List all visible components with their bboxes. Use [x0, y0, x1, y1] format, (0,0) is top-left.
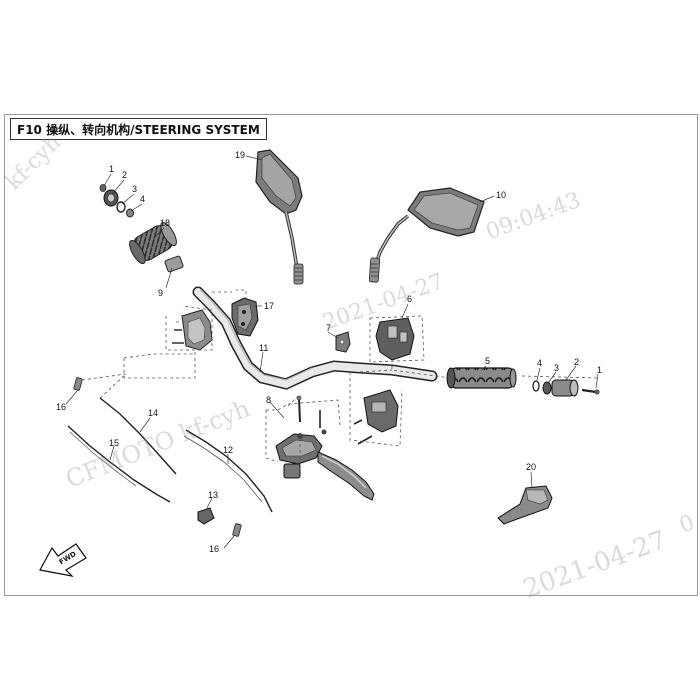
left-switch-housing: [231, 297, 259, 337]
clutch-lever-assembly: [275, 395, 375, 501]
callout-2: 2: [122, 170, 127, 180]
throttle-grip: [446, 367, 517, 389]
cables: [67, 397, 273, 513]
small-bracket: [335, 331, 351, 353]
callout-11: 11: [259, 343, 268, 353]
dashed-guide-lines: [81, 289, 599, 470]
right-bar-end-parts: [532, 379, 600, 397]
mounting-bracket: [497, 485, 553, 525]
left-clamp-bracket: [172, 309, 213, 351]
callout-17: 17: [264, 301, 274, 311]
callout-2-right: 2: [574, 357, 579, 367]
cable-fittings: [73, 377, 242, 537]
left-grip-small-parts: [99, 184, 184, 273]
callout-4-right: 4: [537, 358, 542, 368]
handlebar: [192, 286, 438, 390]
callout-numbers: 1 2 3 4 18 9 19 10 17 11 7 6 5 4 3 2 1 1…: [56, 150, 602, 554]
callout-16-lower: 16: [209, 544, 219, 554]
callout-14: 14: [148, 408, 158, 418]
callout-5: 5: [485, 356, 490, 366]
callout-16: 16: [56, 402, 66, 412]
mirror-left: [255, 149, 304, 285]
diagram-title: F10 操纵、转向机构/STEERING SYSTEM: [17, 122, 260, 137]
callout-4: 4: [140, 194, 145, 204]
leader-lines: [65, 155, 599, 549]
callout-8: 8: [266, 395, 271, 405]
fwd-arrow: FWD: [39, 543, 87, 577]
drawing-frame: [4, 114, 698, 596]
diagram-title-box: F10 操纵、转向机构/STEERING SYSTEM: [10, 118, 267, 140]
callout-12: 12: [223, 445, 233, 455]
callout-19: 19: [235, 150, 245, 160]
right-switch-housing: [353, 317, 415, 445]
callout-13: 13: [208, 490, 218, 500]
callout-3-right: 3: [554, 363, 559, 373]
callout-1: 1: [109, 164, 114, 174]
mirror-right: [368, 187, 485, 283]
callout-1-right: 1: [597, 365, 602, 375]
callout-15: 15: [109, 438, 119, 448]
callout-6: 6: [407, 294, 412, 304]
callout-3: 3: [132, 184, 137, 194]
callout-7: 7: [326, 323, 331, 333]
callout-18: 18: [160, 218, 170, 228]
callout-20: 20: [526, 462, 536, 472]
callout-10: 10: [496, 190, 506, 200]
callout-9: 9: [158, 288, 163, 298]
